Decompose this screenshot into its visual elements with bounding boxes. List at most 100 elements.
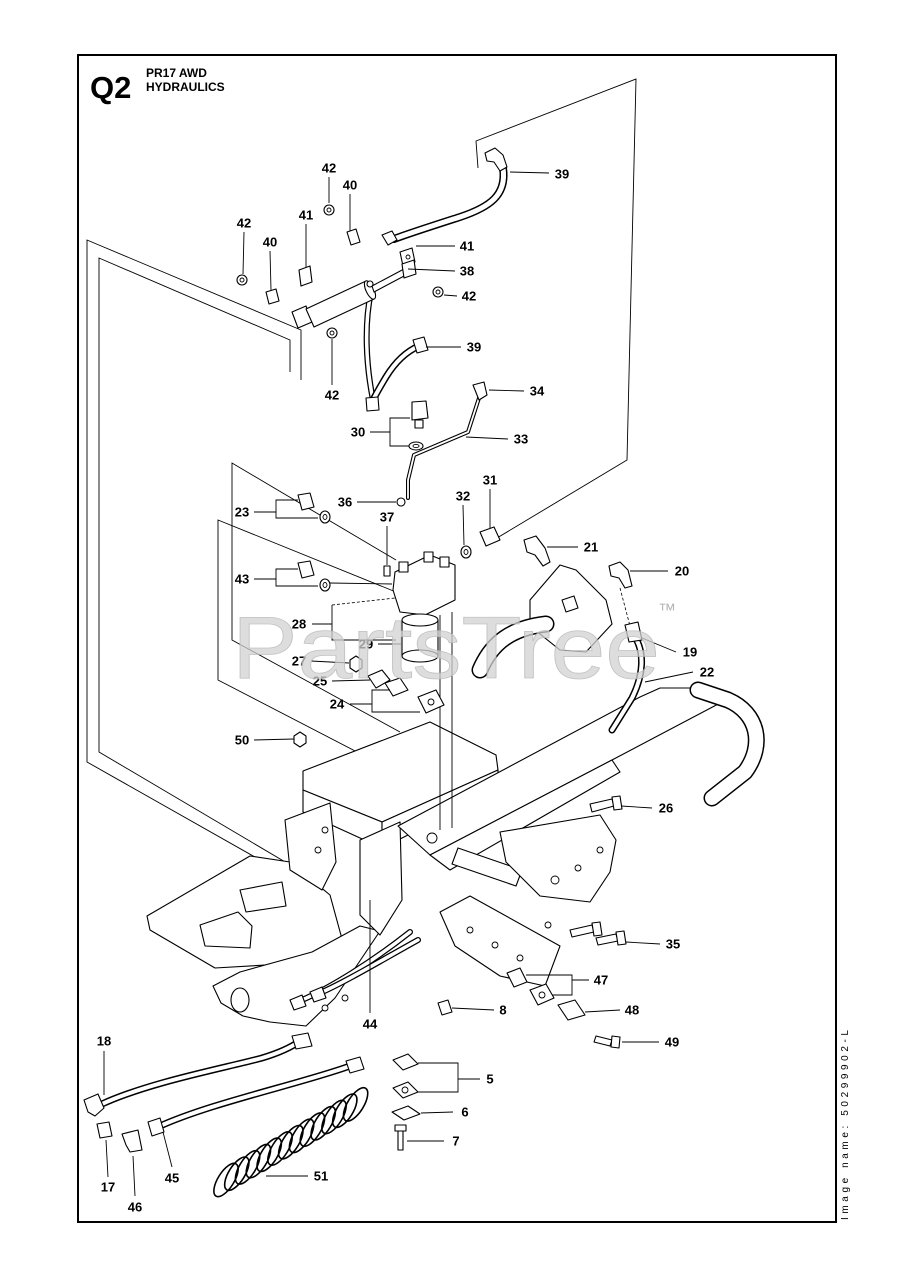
callout-label: 20 — [675, 564, 689, 579]
callout-label: 17 — [101, 1180, 115, 1195]
frame-hole — [491, 941, 499, 949]
bolt-35-b-head — [615, 930, 627, 946]
washer-hole — [326, 207, 332, 213]
hose-39-lower-fitting — [412, 336, 429, 354]
pin-40-top — [346, 228, 361, 246]
small-parts — [83, 147, 643, 1198]
callout-label: 18 — [97, 1034, 111, 1049]
coil-spring-loop — [234, 1149, 261, 1185]
callout-label: 22 — [700, 665, 714, 680]
callouts: 39 42 40 41 42 40 41 38 42 39 42 34 30 3… — [97, 161, 714, 1215]
section-title: HYDRAULICS — [146, 80, 225, 94]
valve-port — [398, 561, 409, 573]
clip-hole — [405, 254, 411, 260]
left-frame-plate — [284, 802, 337, 891]
leader-line — [451, 1007, 495, 1011]
leader-line — [162, 1131, 173, 1168]
outline-top-right — [475, 78, 637, 539]
callout-label: 19 — [683, 645, 697, 660]
coil-spring-loop — [321, 1099, 347, 1135]
clamp-hole — [401, 1086, 409, 1094]
fitting-43-line — [329, 582, 393, 585]
callout-label: 42 — [325, 388, 339, 403]
frame-hole — [426, 832, 438, 844]
washer-hole — [412, 443, 420, 449]
cylinder-38-rod — [371, 268, 407, 293]
callout-label: 35 — [666, 937, 680, 952]
filter-29-bottom — [401, 649, 439, 663]
fitting-20-dash — [619, 587, 631, 627]
leader-bracket — [275, 499, 318, 519]
callout-label: 48 — [625, 1003, 639, 1018]
elbow-fitting-20 — [608, 561, 633, 589]
outline-fittings-lower — [217, 519, 416, 783]
callout-label: 28 — [292, 617, 306, 632]
washer-hole — [435, 289, 441, 295]
elbow-fitting-39-top — [484, 147, 508, 172]
clamp-47-top — [506, 967, 528, 988]
bolt-49-head — [610, 1035, 621, 1049]
cylinder-hose-end — [365, 396, 380, 412]
leader-line — [331, 679, 371, 682]
leader-bracket — [275, 568, 318, 587]
hose-39-lower — [373, 346, 419, 400]
clamp-5-top — [392, 1053, 419, 1071]
callout-label: 23 — [235, 505, 249, 520]
clamp-hole — [427, 698, 435, 706]
callout-label: 49 — [665, 1035, 679, 1050]
leader-bracket — [526, 974, 573, 996]
page-border — [77, 54, 837, 1223]
leader-line — [641, 637, 677, 653]
callout-label: 5 — [486, 1072, 493, 1087]
watermark-text: PartsTree — [232, 598, 660, 697]
callout-label: 40 — [343, 178, 357, 193]
lower-center-plate — [439, 895, 561, 987]
leader-bracket — [418, 1062, 459, 1093]
leader-bracket — [389, 417, 410, 447]
coil-spring-loop — [310, 1105, 337, 1141]
washer-hole — [329, 330, 335, 336]
coil-spring-loop — [267, 1131, 293, 1166]
leader-bracket — [371, 689, 420, 713]
hose-39-upper-inner — [394, 168, 504, 239]
seat-bracket-slot — [561, 595, 579, 613]
outline-fittings-upper — [231, 462, 401, 733]
knob-34 — [472, 381, 488, 401]
clamp-24-top — [384, 677, 409, 697]
plate-48 — [557, 999, 586, 1021]
nut-36 — [396, 497, 406, 507]
nut-50 — [293, 731, 307, 748]
leader-line — [132, 1155, 136, 1197]
callout-label: 50 — [235, 733, 249, 748]
elbow-fitting-46 — [121, 1129, 143, 1153]
callout-label: 32 — [456, 489, 470, 504]
frame-hole — [314, 846, 322, 854]
bolt-26-head — [611, 795, 623, 811]
filter-29-top — [401, 613, 439, 627]
fitting-43 — [297, 560, 315, 579]
callout-label: 25 — [313, 674, 327, 689]
leader-line — [105, 1139, 109, 1178]
axle-tube — [451, 847, 523, 887]
callout-label: 37 — [380, 510, 394, 525]
callout-label: 41 — [460, 239, 474, 254]
washer-hole — [463, 549, 469, 555]
group-outlines — [86, 78, 637, 879]
center-upright-plate — [359, 821, 403, 936]
clamp-hole — [538, 991, 546, 999]
leader-line — [625, 941, 661, 945]
callout-label: 44 — [363, 1017, 378, 1032]
leader-dash — [331, 597, 396, 606]
hose-44-crimp-a — [289, 994, 307, 1011]
pin-40-left — [265, 288, 280, 305]
image-name: Image name: 50299902-L — [840, 1030, 851, 1220]
callout-label: 21 — [584, 540, 598, 555]
frame-hole — [596, 846, 604, 854]
coil-spring-loop — [331, 1093, 358, 1129]
callout-label: 30 — [351, 425, 365, 440]
callout-label: 34 — [530, 384, 545, 399]
watermark-trademark: ™ — [658, 600, 676, 620]
bolt-37 — [383, 565, 391, 577]
leader-line — [620, 805, 653, 809]
